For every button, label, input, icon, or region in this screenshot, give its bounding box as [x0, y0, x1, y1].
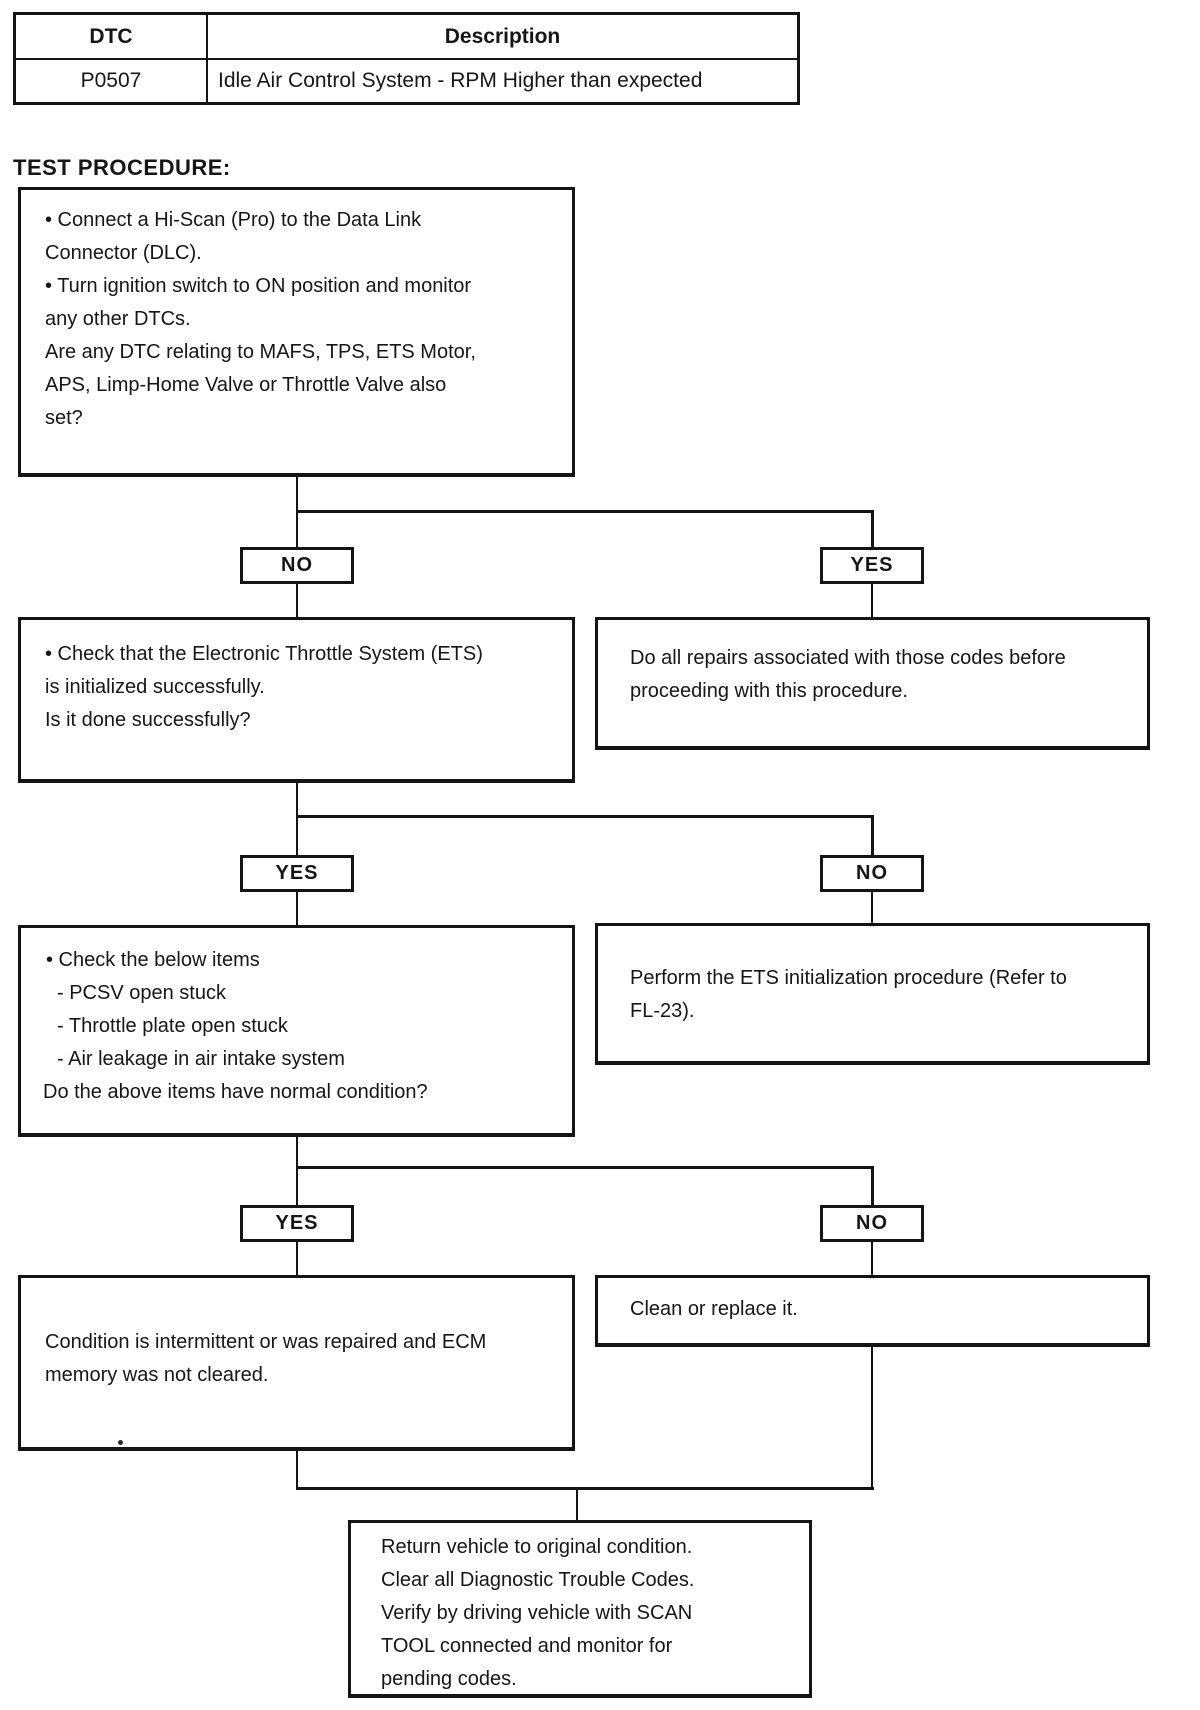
- connector-b3-stem: [296, 1137, 298, 1169]
- dtc-header-cell: DTC: [89, 24, 133, 48]
- connector-b1-left-tail: [296, 584, 298, 617]
- flow-text-line: pending codes.: [381, 1668, 517, 1690]
- dtc-code-cell: P0507: [80, 69, 142, 92]
- dtc-table-data-row: P0507 Idle Air Control System - RPM High…: [16, 60, 797, 102]
- connector-merge-horizontal: [296, 1487, 874, 1490]
- connector-b2-stem: [296, 783, 298, 818]
- flow-text-line: FL-23).: [630, 1000, 695, 1022]
- branch1-right-label: YES: [820, 547, 924, 584]
- dtc-description-cell: Idle Air Control System - RPM Higher tha…: [218, 69, 703, 92]
- connector-merge-stem: [576, 1490, 578, 1520]
- branch3-left-label: YES: [240, 1205, 354, 1242]
- flow-step-return-vehicle: Return vehicle to original condition. Cl…: [348, 1520, 812, 1698]
- section-title: TEST PROCEDURE:: [13, 155, 231, 180]
- connector-b2-right-tail: [871, 892, 873, 923]
- flow-text-line: Perform the ETS initialization procedure…: [630, 967, 1067, 989]
- flow-text-line: Clean or replace it.: [630, 1298, 798, 1320]
- flow-text-line: Connector (DLC).: [45, 242, 202, 264]
- connector-b1-right-drop: [871, 512, 874, 547]
- flow-text-line: Are any DTC relating to MAFS, TPS, ETS M…: [45, 341, 476, 363]
- flow-text-line: - PCSV open stuck: [57, 982, 226, 1004]
- flow-text-line: Do the above items have normal condition…: [43, 1081, 428, 1103]
- scan-artifact-dot: [118, 1440, 123, 1445]
- flow-text-line: APS, Limp-Home Valve or Throttle Valve a…: [45, 374, 447, 396]
- flow-step-condition-intermittent: Condition is intermittent or was repaire…: [18, 1275, 575, 1451]
- connector-b2-right-drop: [871, 817, 874, 855]
- flow-text-line: proceeding with this procedure.: [630, 680, 908, 702]
- flow-text-line: Verify by driving vehicle with SCAN: [381, 1602, 693, 1624]
- flow-step-perform-ets-init: Perform the ETS initialization procedure…: [595, 923, 1150, 1065]
- flow-text-line: Clear all Diagnostic Trouble Codes.: [381, 1569, 695, 1591]
- flow-text-line: set?: [45, 407, 83, 429]
- flow-step-connect-scan: • Connect a Hi-Scan (Pro) to the Data Li…: [18, 187, 575, 477]
- connector-b3-right-drop: [871, 1168, 874, 1205]
- branch2-right-label: NO: [820, 855, 924, 892]
- branch1-left-label: NO: [240, 547, 354, 584]
- flow-text-line: TOOL connected and monitor for: [381, 1635, 673, 1657]
- flow-text-line: Return vehicle to original condition.: [381, 1536, 693, 1558]
- flow-text-line: any other DTCs.: [45, 308, 191, 330]
- connector-b1-left-drop: [296, 512, 298, 547]
- dtc-table: DTC Description P0507 Idle Air Control S…: [13, 12, 800, 105]
- connector-b3-left-tail: [296, 1242, 298, 1275]
- connector-b2-left-tail: [296, 892, 298, 925]
- branch2-left-label: YES: [240, 855, 354, 892]
- connector-b2-horizontal: [296, 815, 874, 818]
- connector-b1-horizontal: [296, 510, 874, 513]
- connector-b3-horizontal: [296, 1166, 874, 1169]
- flow-text-line: Is it done successfully?: [45, 709, 251, 731]
- flow-step-clean-or-replace: Clean or replace it.: [595, 1275, 1150, 1347]
- description-header-cell: Description: [444, 24, 561, 48]
- flow-text-line: • Check the below items: [46, 949, 260, 971]
- flow-step-check-items: • Check the below items - PCSV open stuc…: [18, 925, 575, 1137]
- connector-merge-left: [296, 1451, 298, 1489]
- connector-merge-right: [871, 1347, 873, 1489]
- flow-text-line: • Connect a Hi-Scan (Pro) to the Data Li…: [45, 209, 422, 231]
- flow-text-line: memory was not cleared.: [45, 1364, 269, 1386]
- flow-text-line: Do all repairs associated with those cod…: [630, 647, 1066, 669]
- connector-b1-right-tail: [871, 584, 873, 617]
- flow-text-line: • Check that the Electronic Throttle Sys…: [45, 643, 483, 665]
- flow-text-line: • Turn ignition switch to ON position an…: [45, 275, 472, 297]
- connector-b3-left-drop: [296, 1168, 298, 1205]
- flow-text-line: Condition is intermittent or was repaire…: [45, 1331, 487, 1353]
- flow-step-check-ets-init: • Check that the Electronic Throttle Sys…: [18, 617, 575, 783]
- connector-b2-left-drop: [296, 817, 298, 855]
- flow-text-line: is initialized successfully.: [45, 676, 265, 698]
- flow-text-line: - Air leakage in air intake system: [57, 1048, 345, 1070]
- branch3-right-label: NO: [820, 1205, 924, 1242]
- connector-b3-right-tail: [871, 1242, 873, 1275]
- flow-text-line: - Throttle plate open stuck: [57, 1015, 288, 1037]
- connector-b1-stem: [296, 477, 298, 512]
- dtc-table-header-row: DTC Description: [16, 15, 797, 60]
- flow-step-do-repairs: Do all repairs associated with those cod…: [595, 617, 1150, 750]
